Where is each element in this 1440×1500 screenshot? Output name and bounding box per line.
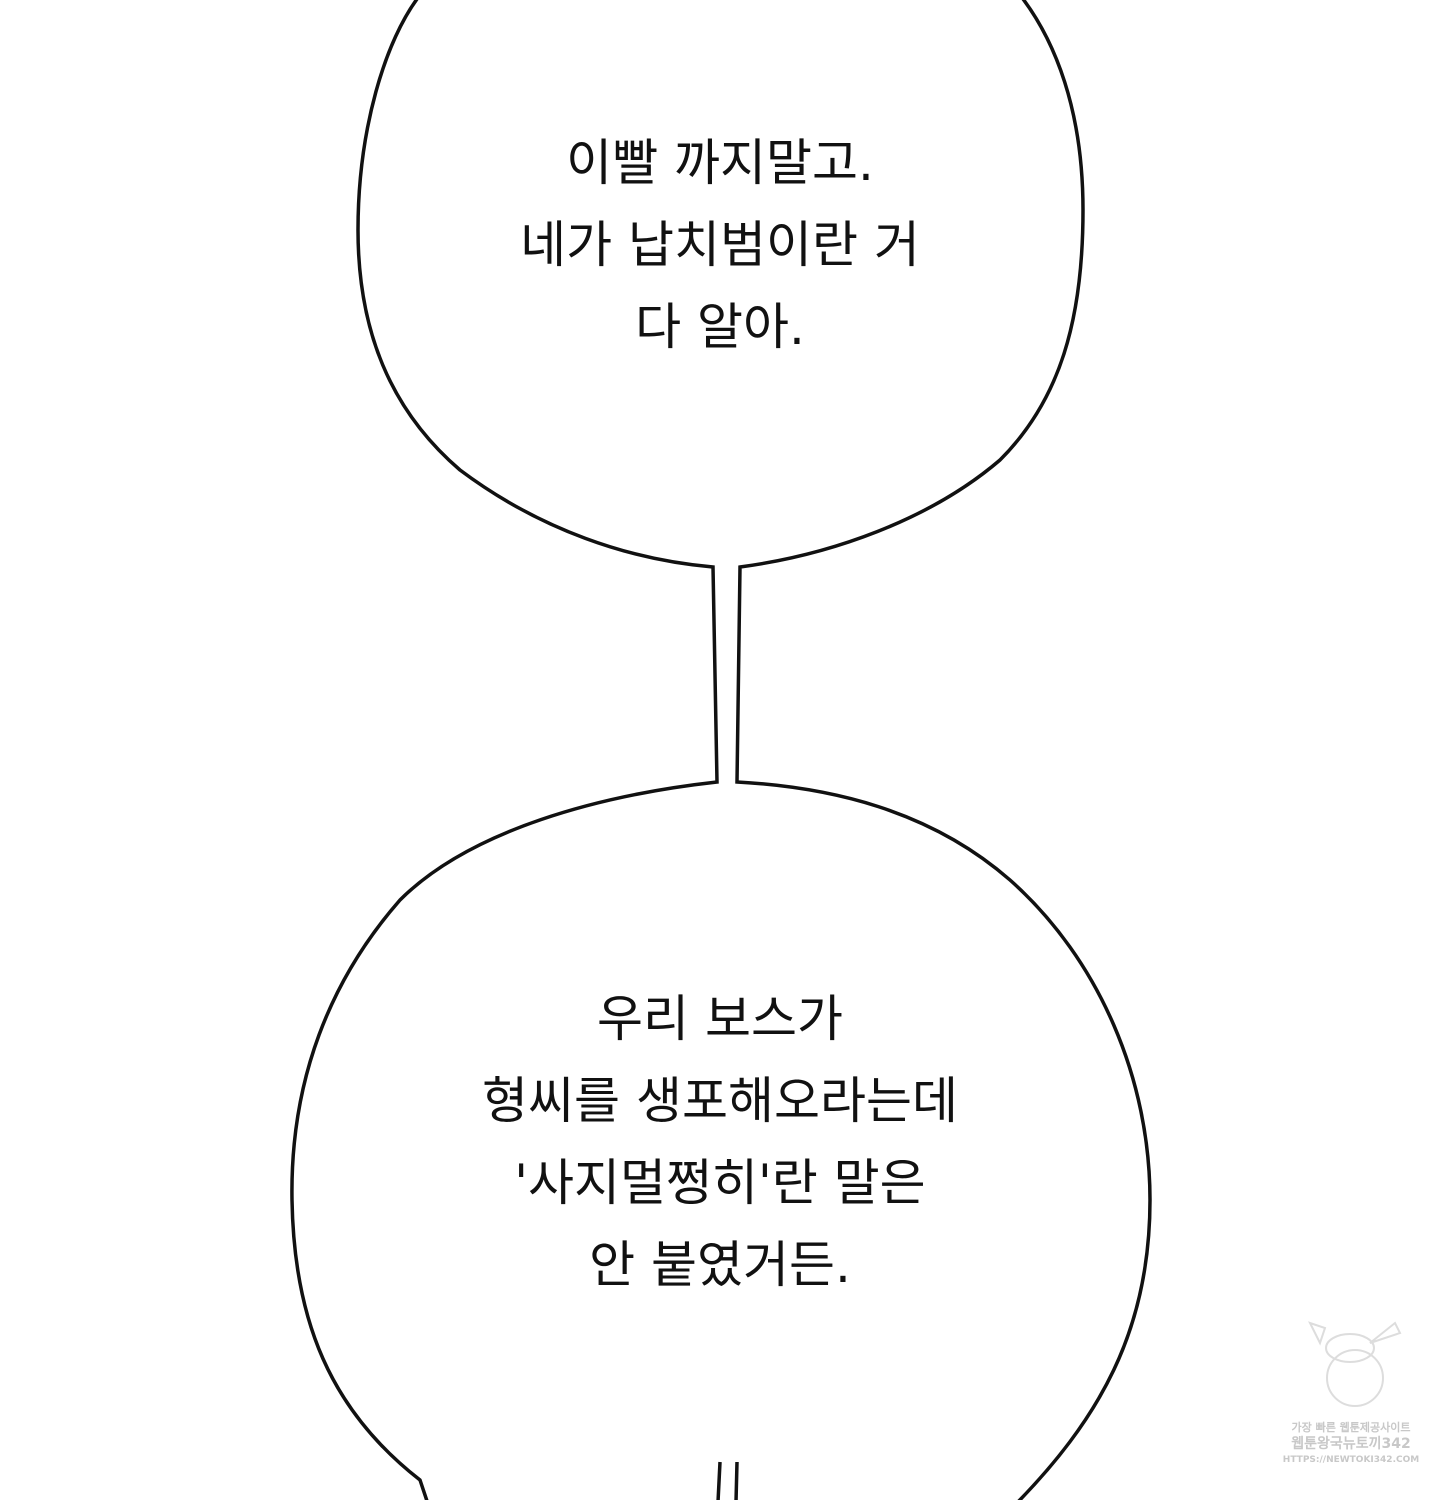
- watermark: 가장 빠른 웹툰제공사이트 웹툰왕국뉴토끼342 HTTPS://NEWTOKI…: [1276, 1420, 1426, 1468]
- dialogue-line: 네가 납치범이란 거: [520, 216, 920, 274]
- watermark-url: HTTPS://NEWTOKI342.COM: [1282, 1455, 1420, 1465]
- top-speech-bubble: [290, 0, 1152, 1500]
- top-bubble-text: 이빨 까지말고. 네가 납치범이란 거 다 알아.: [0, 122, 1440, 368]
- watermark-line: 가장 빠른 웹툰제공사이트: [1291, 1421, 1411, 1434]
- dialogue-line: 이빨 까지말고.: [566, 134, 874, 192]
- dialogue-line: 다 알아.: [635, 298, 805, 356]
- bottom-bubble-text: 우리 보스가 형씨를 생포해오라는데 '사지멀쩡히'란 말은 안 붙였거든.: [0, 978, 1440, 1306]
- watermark-mascot-icon: [1308, 1321, 1402, 1407]
- watermark-line: 웹툰왕국뉴토끼342: [1291, 1436, 1411, 1452]
- dialogue-line: 안 붙였거든.: [589, 1236, 851, 1294]
- dialogue-line: '사지멀쩡히'란 말은: [514, 1154, 926, 1212]
- bottom-bubble-tail: [716, 1461, 739, 1500]
- dialogue-line: 형씨를 생포해오라는데: [482, 1072, 958, 1130]
- dialogue-line: 우리 보스가: [597, 990, 843, 1048]
